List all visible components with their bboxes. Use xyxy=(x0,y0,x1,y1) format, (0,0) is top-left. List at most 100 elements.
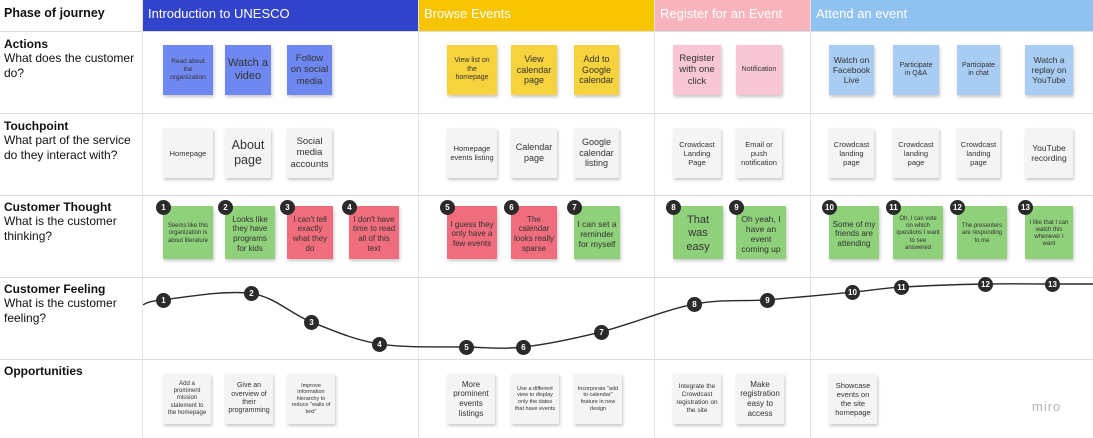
feeling-point-6[interactable]: 6 xyxy=(516,340,531,355)
sticky-text: Google calendar listing xyxy=(579,136,614,169)
thought-sticky-9[interactable]: Oh yeah, I have an event coming up xyxy=(736,206,786,259)
sticky-text: Crowdcast landing page xyxy=(960,139,997,167)
thought-number-badge: 6 xyxy=(504,200,519,215)
touchpoint-sticky[interactable]: Calendar page xyxy=(511,128,557,178)
touchpoint-sticky[interactable]: Email or push notification xyxy=(736,128,782,178)
thought-sticky-10[interactable]: Some of my friends are attending xyxy=(829,206,879,259)
touchpoint-sticky[interactable]: About page xyxy=(225,128,271,178)
sticky-text: Notification xyxy=(741,65,777,73)
opportunity-sticky[interactable]: Incorporate "add to calendar" feature in… xyxy=(574,374,622,424)
row-title: Opportunities xyxy=(4,364,83,378)
opportunity-sticky[interactable]: Add a prominent mission statement to the… xyxy=(163,374,211,424)
touchpoint-sticky[interactable]: Crowdcast landing page xyxy=(893,128,939,178)
feeling-point-2[interactable]: 2 xyxy=(244,286,259,302)
sticky-text: Watch a replay on YouTube xyxy=(1031,54,1067,86)
opportunity-sticky[interactable]: Integrate the Crowdcast registration on … xyxy=(673,374,721,424)
feeling-point-12[interactable]: 12 xyxy=(978,277,993,292)
thought-sticky-6[interactable]: The calendar looks really sparse xyxy=(511,206,557,259)
sticky-text: Looks like they have programs for kids xyxy=(232,214,268,253)
row-subtitle: What part of the service do they interac… xyxy=(4,133,131,162)
feeling-point-13[interactable]: 13 xyxy=(1045,277,1060,292)
action-sticky[interactable]: Watch on Facebook Live xyxy=(829,45,874,95)
thought-sticky-5[interactable]: I guess they only have a few events xyxy=(447,206,497,259)
thought-sticky-3[interactable]: I can't tell exactly what they do xyxy=(287,206,333,259)
lane-header-attend: Attend an event xyxy=(810,0,1093,31)
thought-sticky-8[interactable]: That was easy xyxy=(673,206,723,259)
action-sticky[interactable]: Read about the organization xyxy=(163,45,213,95)
thought-sticky-12[interactable]: The presenters are responding to me xyxy=(957,206,1007,259)
touchpoint-sticky[interactable]: Crowdcast landing page xyxy=(957,128,1000,178)
thought-sticky-11[interactable]: Oh, I can vote on which questions I want… xyxy=(893,206,943,259)
feeling-point-3[interactable]: 3 xyxy=(304,314,319,330)
sticky-text: More prominent events listings xyxy=(453,379,489,418)
thought-number-badge: 2 xyxy=(218,200,233,215)
lane-header-register: Register for an Event xyxy=(654,0,810,31)
sticky-text: Oh, I can vote on which questions I want… xyxy=(896,216,940,251)
sticky-text: Incorporate "add to calendar" feature in… xyxy=(577,385,619,412)
touchpoint-sticky[interactable]: YouTube recording xyxy=(1025,128,1073,178)
sticky-text: Crowdcast Landing Page xyxy=(679,139,715,167)
thought-number-badge: 5 xyxy=(440,200,455,215)
sticky-text: Homepage events listing xyxy=(450,144,494,162)
sticky-text: Watch on Facebook Live xyxy=(832,54,871,86)
lane-divider xyxy=(654,0,655,438)
row-divider xyxy=(0,359,1093,360)
action-sticky[interactable]: Add to Google calendar xyxy=(574,45,619,95)
row-title: Touchpoint xyxy=(4,119,69,133)
opportunity-sticky[interactable]: Give an overview of their programming xyxy=(225,374,273,424)
action-sticky[interactable]: Watch a video xyxy=(225,45,271,95)
feeling-point-5[interactable]: 5 xyxy=(459,340,474,355)
sticky-text: I guess they only have a few events xyxy=(450,219,494,248)
sticky-text: View list on the homepage xyxy=(454,57,490,82)
row-label-opportunities: Opportunities xyxy=(4,364,140,378)
feeling-point-10[interactable]: 10 xyxy=(845,285,860,301)
thought-sticky-4[interactable]: I don't have time to read all of this te… xyxy=(349,206,399,259)
sticky-text: Crowdcast landing page xyxy=(833,139,870,167)
action-sticky[interactable]: View calendar page xyxy=(511,45,557,95)
opportunity-sticky[interactable]: Improve information hierarchy to reduce … xyxy=(287,374,335,424)
thought-sticky-13[interactable]: I like that I can watch this whenever I … xyxy=(1025,206,1073,259)
touchpoint-sticky[interactable]: Crowdcast landing page xyxy=(829,128,874,178)
sticky-text: The presenters are responding to me xyxy=(961,223,1003,244)
feeling-point-4[interactable]: 4 xyxy=(372,336,387,352)
sticky-text: Participate in chat xyxy=(961,61,996,77)
action-sticky[interactable]: Participate in chat xyxy=(957,45,1000,95)
action-sticky[interactable]: Participate in Q&A xyxy=(893,45,939,95)
row-title: Actions xyxy=(4,37,49,51)
thought-number-badge: 9 xyxy=(729,200,744,215)
touchpoint-sticky[interactable]: Homepage xyxy=(163,128,213,178)
touchpoint-sticky[interactable]: Social media accounts xyxy=(287,128,332,178)
thought-sticky-1[interactable]: Seems like this organization is about li… xyxy=(163,206,213,259)
row-subtitle: What is the customer thinking? xyxy=(4,214,117,243)
lane-header-intro: Introduction to UNESCO xyxy=(142,0,418,31)
thought-number-badge: 8 xyxy=(666,200,681,215)
feeling-point-7[interactable]: 7 xyxy=(594,324,609,340)
action-sticky[interactable]: Notification xyxy=(736,45,782,95)
opportunity-sticky[interactable]: Showcase events on the site homepage xyxy=(829,374,877,424)
action-sticky[interactable]: Watch a replay on YouTube xyxy=(1025,45,1073,95)
opportunity-sticky[interactable]: Use a different view to display only the… xyxy=(511,374,559,424)
touchpoint-sticky[interactable]: Homepage events listing xyxy=(447,128,497,178)
sticky-text: Watch a video xyxy=(228,56,268,82)
touchpoint-sticky[interactable]: Google calendar listing xyxy=(574,128,619,178)
sticky-text: Read about the organization xyxy=(170,58,206,81)
opportunity-sticky[interactable]: Make registration easy to access xyxy=(736,374,784,424)
feeling-point-9[interactable]: 9 xyxy=(760,292,775,308)
opportunity-sticky[interactable]: More prominent events listings xyxy=(447,374,495,424)
action-sticky[interactable]: Follow on social media xyxy=(287,45,332,95)
action-sticky[interactable]: Register with one click xyxy=(673,45,721,95)
sticky-text: Email or push notification xyxy=(741,139,777,167)
touchpoint-sticky[interactable]: Crowdcast Landing Page xyxy=(673,128,721,178)
thought-sticky-7[interactable]: I can set a reminder for myself xyxy=(574,206,620,259)
feeling-point-1[interactable]: 1 xyxy=(156,292,171,308)
lane-divider xyxy=(142,0,143,438)
thought-sticky-2[interactable]: Looks like they have programs for kids xyxy=(225,206,275,259)
feeling-point-8[interactable]: 8 xyxy=(687,297,702,313)
sticky-text: That was easy xyxy=(686,214,710,253)
feeling-point-11[interactable]: 11 xyxy=(894,280,909,296)
sticky-text: Improve information hierarchy to reduce … xyxy=(291,382,331,415)
action-sticky[interactable]: View list on the homepage xyxy=(447,45,497,95)
